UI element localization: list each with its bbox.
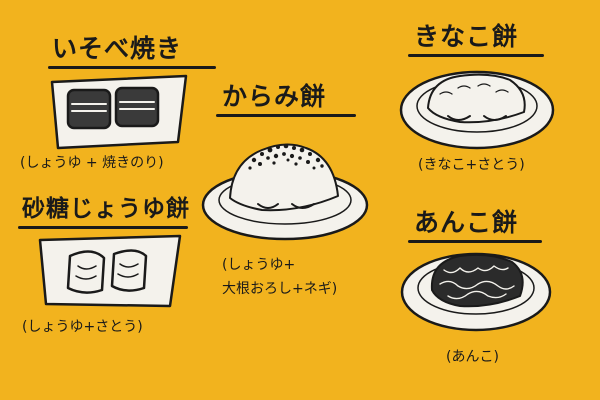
anko-plate: [400, 252, 552, 332]
title-isobe: いそべ焼き: [52, 34, 183, 63]
underline-isobe: [48, 66, 216, 69]
title-kinako: きなこ餅: [414, 22, 519, 51]
isobe-plate: [50, 74, 188, 150]
underline-kinako: [408, 54, 544, 57]
anko-bean-paste: [430, 253, 524, 308]
title-sato-joyu: 砂糖じょうゆ餅: [22, 196, 190, 222]
caption-sato-joyu: (しょうゆ+さとう): [22, 319, 143, 335]
karami-plate: [201, 143, 369, 241]
sato-joyu-mochi-left: [66, 250, 106, 294]
caption-karami-line2: 大根おろし+ネギ): [222, 281, 338, 297]
underline-anko: [408, 240, 542, 243]
caption-anko: (あんこ): [446, 349, 499, 365]
caption-isobe: (しょうゆ + 焼きのり): [20, 155, 164, 171]
title-anko: あんこ餅: [414, 208, 519, 237]
sato-joyu-plate: [38, 234, 182, 308]
isobe-mochi-nori-left: [66, 88, 112, 130]
caption-karami-line1: (しょうゆ+: [222, 257, 296, 273]
title-karami: からみ餅: [222, 82, 327, 111]
isobe-mochi-nori-right: [114, 86, 160, 128]
underline-karami: [216, 114, 356, 117]
kinako-plate: [399, 70, 555, 150]
kinako-mochi: [427, 73, 526, 124]
caption-kinako: (きなこ+さとう): [418, 157, 525, 173]
karami-negi: [248, 143, 324, 170]
karami-daikon-mound: [229, 143, 339, 212]
sato-joyu-mochi-right: [110, 249, 148, 292]
underline-sato-joyu: [18, 226, 188, 229]
